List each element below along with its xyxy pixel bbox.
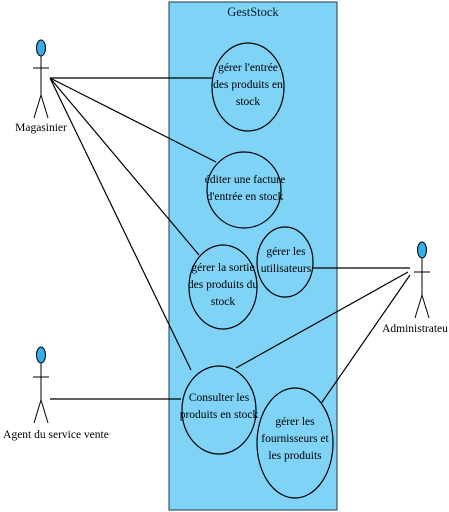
actor-head-icon xyxy=(36,39,46,57)
associations xyxy=(49,77,411,409)
actor-magasinier xyxy=(33,39,49,119)
association-magasinier-uc2 xyxy=(49,77,217,163)
use-case-manage-stock-exit xyxy=(188,244,258,330)
actor-agent-service-vente xyxy=(33,346,49,424)
association-magasinier-uc3 xyxy=(49,77,200,256)
use-case-manage-suppliers-products xyxy=(256,387,334,499)
use-case-edit-entry-invoice xyxy=(206,151,282,229)
actor-administrateur xyxy=(414,241,430,319)
use-case-manage-users xyxy=(256,226,314,298)
actor-head-icon xyxy=(36,346,46,364)
association-magasinier-uc5 xyxy=(49,77,192,371)
use-case-consult-stock xyxy=(181,365,257,455)
association-admin-uc6 xyxy=(317,274,411,409)
actor-head-icon xyxy=(417,241,427,259)
association-admin-uc5 xyxy=(235,271,409,369)
use-case-manage-stock-entry xyxy=(211,42,285,132)
